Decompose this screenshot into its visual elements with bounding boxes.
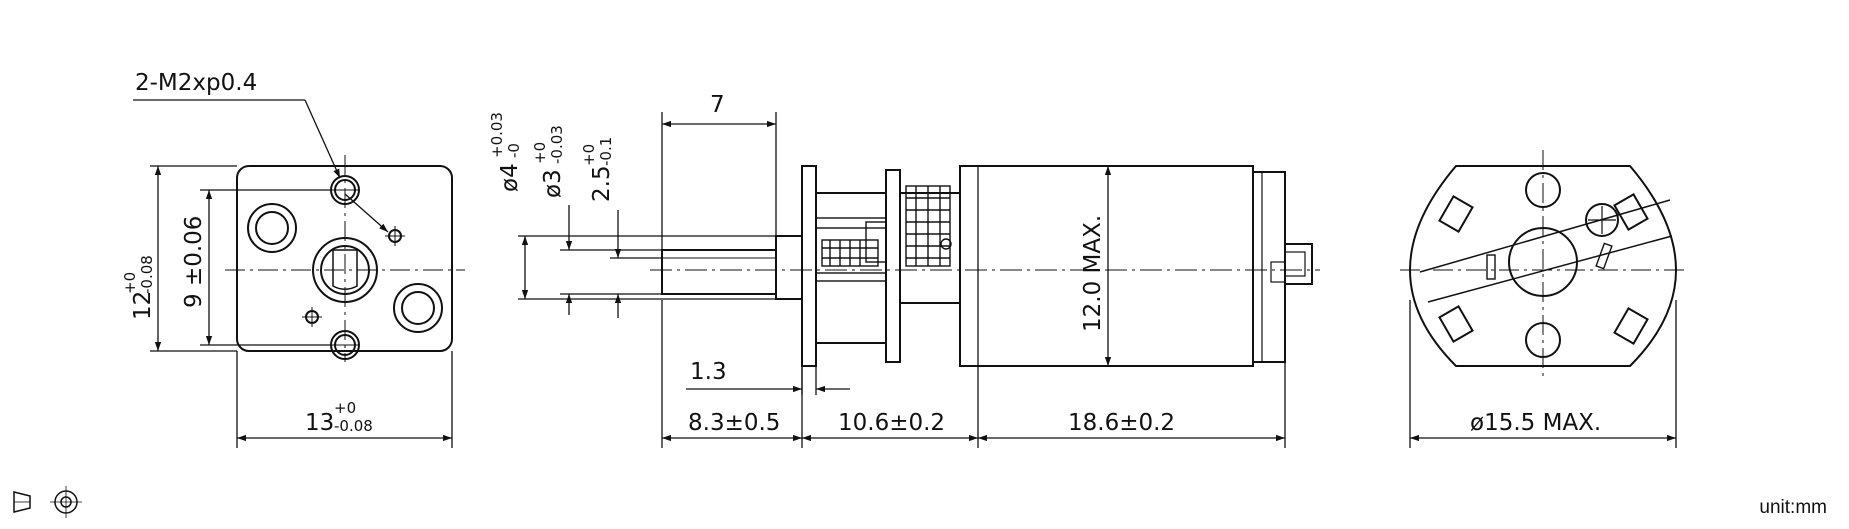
shaft-diameter-tol-lower: -0 xyxy=(505,143,523,158)
side-dimensions xyxy=(518,112,1286,448)
rear-view xyxy=(1400,150,1686,380)
bearing-diameter-dim-main: ø3 xyxy=(540,169,566,198)
shaft-diameter-dim-main: ø4 xyxy=(497,163,523,192)
output-shaft xyxy=(661,249,777,295)
motor-body xyxy=(959,165,1254,367)
side-view xyxy=(650,165,1320,367)
flat-dim-main: 2.5 xyxy=(589,165,615,202)
width-dim-tol-lower: -0.08 xyxy=(334,417,373,435)
motor-height-dim: 12.0 MAX. xyxy=(1080,215,1106,332)
height-dim-tol-upper: +0 xyxy=(121,272,139,294)
front-hole-right xyxy=(393,283,443,333)
shaft-length-dim: 7 xyxy=(710,92,725,118)
shaft-diameter-tol-upper: +0.03 xyxy=(488,112,506,158)
bearing-diameter-tol-lower: -0.03 xyxy=(548,125,566,164)
gearbox-front-dim: 8.3±0.5 xyxy=(688,410,780,436)
motor-length-dim: 18.6±0.2 xyxy=(1068,410,1175,436)
terminal-tab xyxy=(1284,243,1313,285)
hole-spacing-dim: 9 ±0.06 xyxy=(181,216,207,308)
flat-dim-tol-lower: -0.1 xyxy=(597,137,615,166)
unit-label: unit:mm xyxy=(1759,497,1827,518)
rear-diameter-dim: ø15.5 MAX. xyxy=(1470,410,1601,436)
front-view xyxy=(225,155,465,362)
side-dim-text: 7 ø4 +0.03 -0 ø3 +0 -0.03 2.5 +0 -0.1 1.… xyxy=(488,92,1175,436)
end-cap xyxy=(1252,171,1286,363)
bearing-diameter-tol-upper: +0 xyxy=(531,142,549,164)
gearbox-rear-dim: 10.6±0.2 xyxy=(838,410,945,436)
front-dimensions xyxy=(133,99,453,448)
rear-bearing xyxy=(1508,227,1578,297)
gear-chamber xyxy=(815,192,887,344)
thread-callout: 2-M2xp0.4 xyxy=(135,70,257,96)
front-dim-text: 2-M2xp0.4 12 +0 -0.08 9 ±0.06 13 +0 -0.0… xyxy=(121,70,373,436)
rear-dimensions xyxy=(1409,300,1677,448)
height-dim-main: 12 xyxy=(130,291,156,320)
front-shaft-outer xyxy=(312,237,378,303)
width-dim-main: 13 xyxy=(305,410,334,436)
flange-thickness-dim: 1.3 xyxy=(690,359,727,385)
middle-plate xyxy=(885,169,901,363)
front-hole-left xyxy=(247,203,297,253)
flat-dim-tol-upper: +0 xyxy=(580,144,598,166)
front-flange xyxy=(801,165,817,367)
height-dim-tol-lower: -0.08 xyxy=(138,255,156,294)
width-dim-tol-upper: +0 xyxy=(334,399,356,417)
first-angle-projection-icon xyxy=(13,486,82,518)
rear-body-outline xyxy=(1408,165,1678,367)
